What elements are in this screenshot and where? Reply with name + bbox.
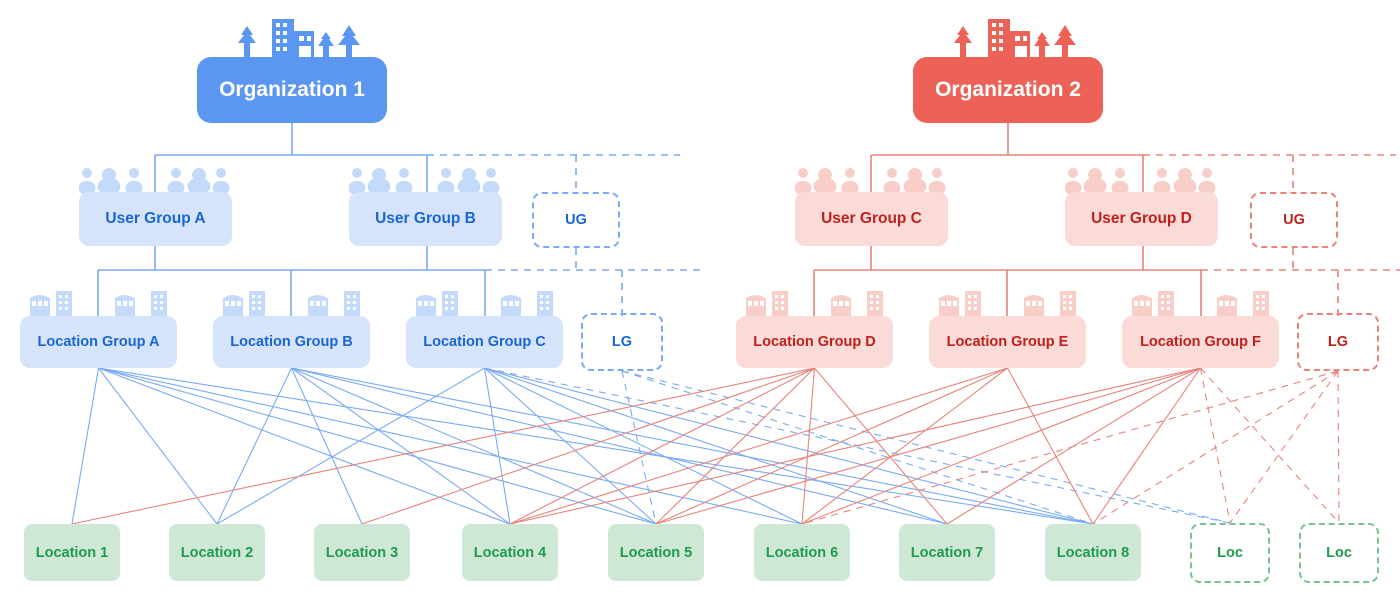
location-node-loc5[interactable]: Location 5: [608, 524, 704, 581]
user-group-node-ugC[interactable]: User Group C: [795, 192, 948, 246]
location-group-node-lgA[interactable]: Location Group A: [20, 316, 177, 368]
user-group-node-ugA[interactable]: User Group A: [79, 192, 232, 246]
location-node-locG2[interactable]: Loc: [1299, 523, 1379, 583]
location-group-node-lgF[interactable]: Location Group F: [1122, 316, 1279, 368]
location-group-node-lgGhostRed[interactable]: LG: [1297, 313, 1379, 371]
location-group-node-lgC[interactable]: Location Group C: [406, 316, 563, 368]
user-group-node-ugGhostBlue[interactable]: UG: [532, 192, 620, 248]
organization-node-org1[interactable]: Organization 1: [197, 57, 387, 123]
location-node-loc7[interactable]: Location 7: [899, 524, 995, 581]
location-node-loc8[interactable]: Location 8: [1045, 524, 1141, 581]
location-node-loc3[interactable]: Location 3: [314, 524, 410, 581]
location-node-loc2[interactable]: Location 2: [169, 524, 265, 581]
user-group-node-ugB[interactable]: User Group B: [349, 192, 502, 246]
location-node-loc6[interactable]: Location 6: [754, 524, 850, 581]
user-group-node-ugGhostRed[interactable]: UG: [1250, 192, 1338, 248]
location-group-node-lgE[interactable]: Location Group E: [929, 316, 1086, 368]
location-node-loc1[interactable]: Location 1: [24, 524, 120, 581]
location-group-node-lgB[interactable]: Location Group B: [213, 316, 370, 368]
location-node-locG1[interactable]: Loc: [1190, 523, 1270, 583]
location-group-node-lgGhostBlue[interactable]: LG: [581, 313, 663, 371]
organization-node-org2[interactable]: Organization 2: [913, 57, 1103, 123]
user-group-node-ugD[interactable]: User Group D: [1065, 192, 1218, 246]
location-group-node-lgD[interactable]: Location Group D: [736, 316, 893, 368]
location-node-loc4[interactable]: Location 4: [462, 524, 558, 581]
